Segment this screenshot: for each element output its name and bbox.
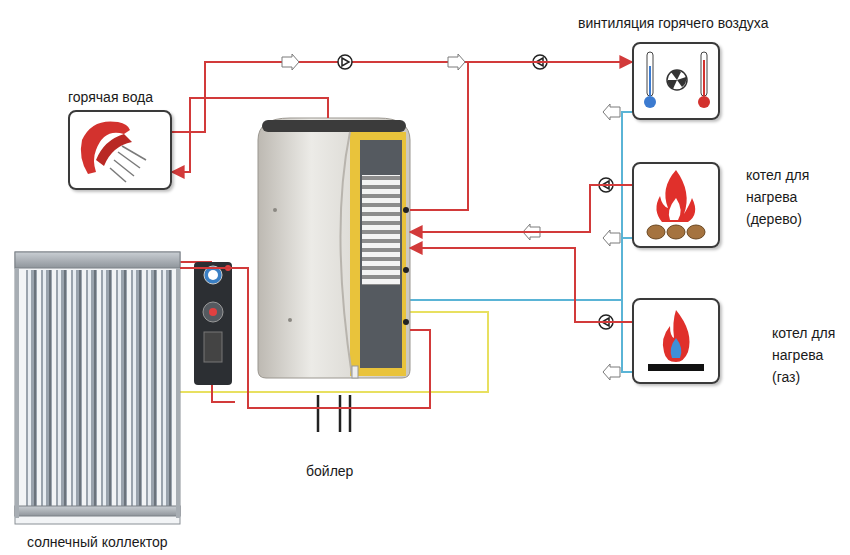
pipe-connector <box>410 62 632 210</box>
node-label: винтиляция горячего воздуха <box>578 12 768 34</box>
node-label: котел для нагрева (газ) <box>772 322 836 388</box>
node-label: солнечный коллектор <box>27 531 168 553</box>
pipe-connector <box>410 185 632 232</box>
solar-collector: солнечный коллектор <box>15 252 180 524</box>
gas-boiler-box: котел для нагрева (газ) <box>632 298 720 384</box>
node-label: котел для нагрева (дерево) <box>746 164 810 230</box>
boiler-tank: бойлер <box>258 118 410 378</box>
node-label: бойлер <box>306 460 353 482</box>
pipe-connector <box>180 268 430 408</box>
wood-boiler-box: котел для нагрева (дерево) <box>632 162 720 248</box>
hot-water-box: горячая вода <box>68 110 172 190</box>
pipe-connector <box>410 248 632 322</box>
ventilation-box: винтиляция горячего воздуха <box>632 42 720 120</box>
node-label: горячая вода <box>68 86 153 108</box>
pipe-connector <box>172 98 328 172</box>
